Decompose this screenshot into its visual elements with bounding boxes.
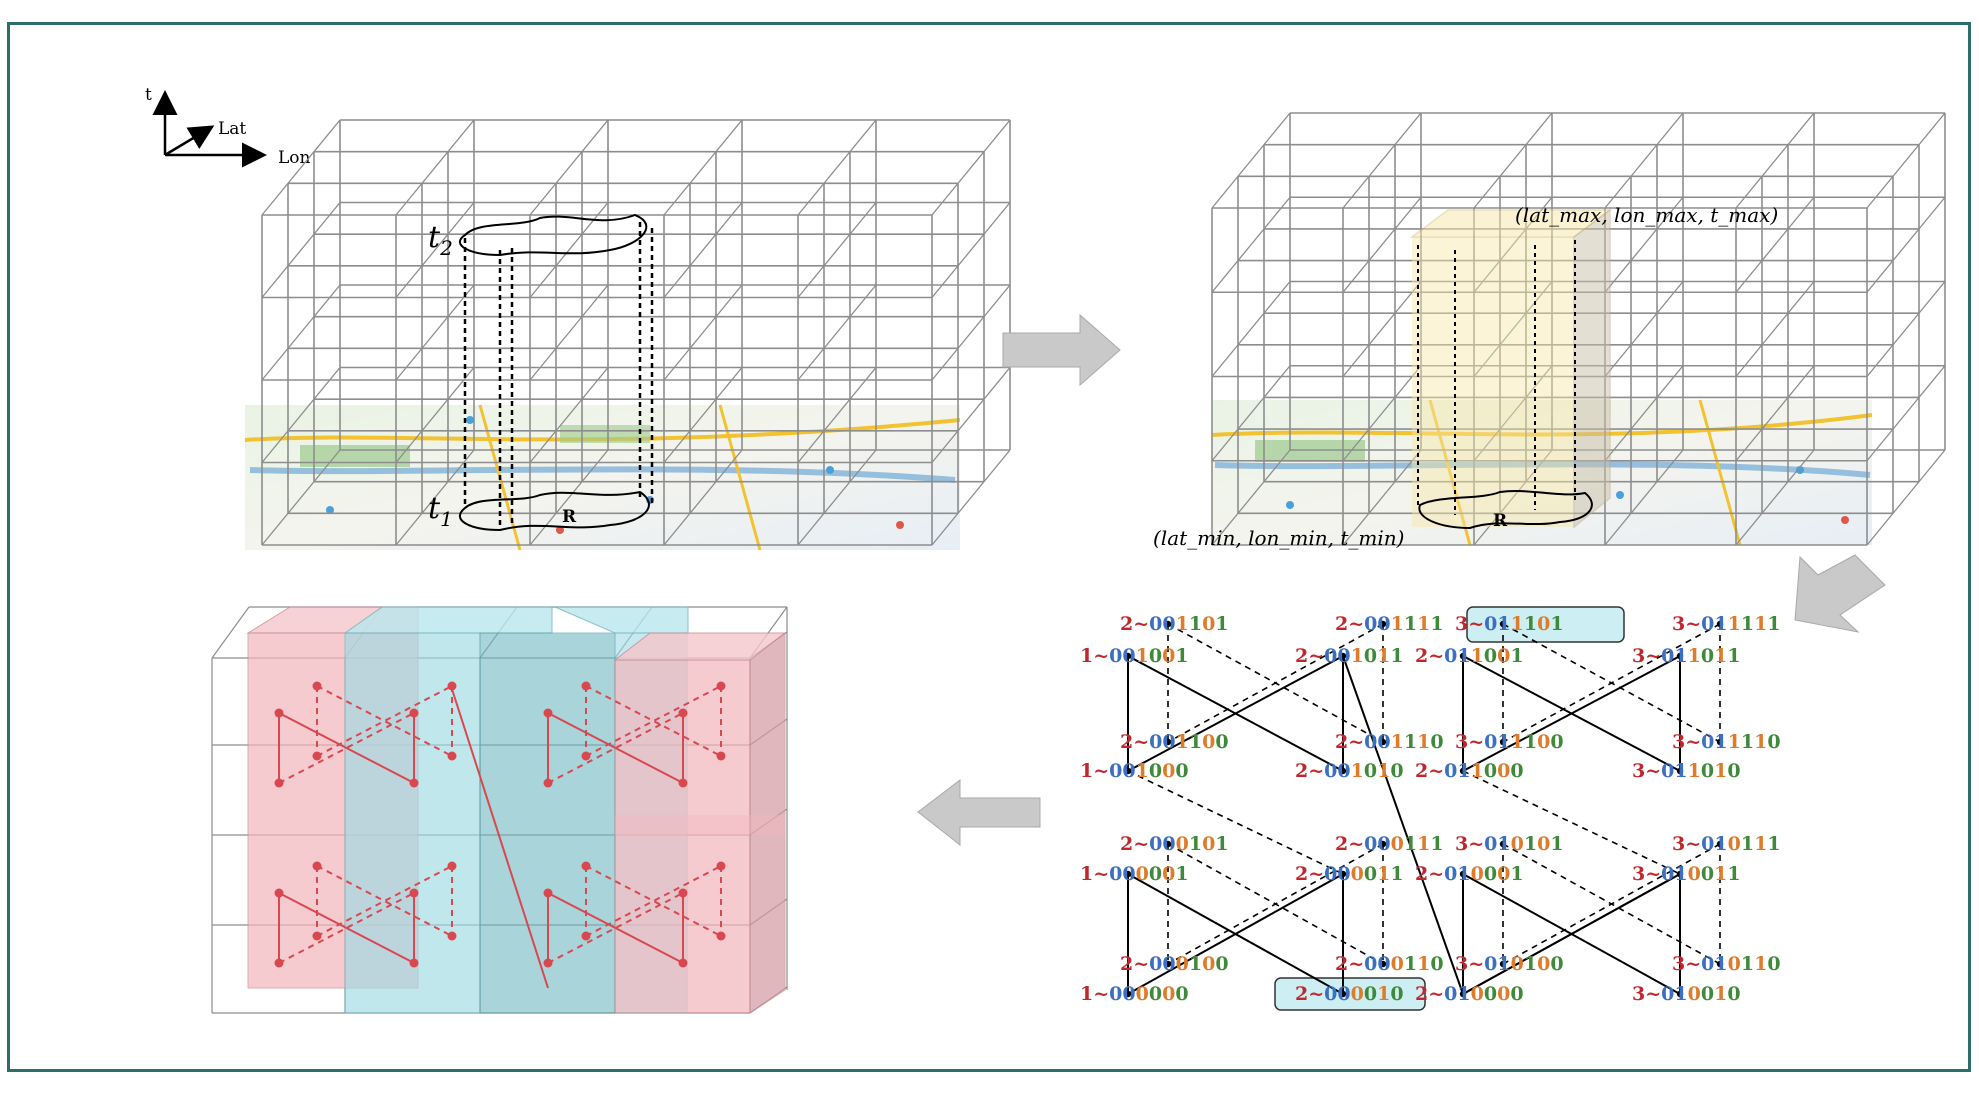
z-order-code: 2~010001	[1415, 863, 1524, 885]
z-order-code: 3~010111	[1672, 833, 1781, 855]
z-order-code: 3~010010	[1632, 983, 1741, 1005]
z-order-code: 1~001000	[1080, 760, 1189, 782]
region-r-label: R	[562, 507, 577, 527]
map-base-2	[1211, 399, 1873, 546]
z-order-code: 2~000111	[1335, 833, 1444, 855]
pink-block-right	[613, 631, 787, 1014]
red-z-curve	[274, 681, 726, 989]
panel-bounding-box: R (lat_max, lon_max, t_max) (lat_min, lo…	[1153, 112, 1946, 550]
t2-label: t2	[428, 220, 453, 260]
lon-axis-label: Lon	[278, 148, 311, 168]
z-order-code: 1~000001	[1080, 863, 1189, 885]
z-order-code: 2~000010	[1295, 983, 1404, 1005]
z-order-code: 3~011111	[1672, 613, 1781, 635]
bounding-box: R (lat_max, lon_max, t_max) (lat_min, lo…	[1153, 203, 1778, 550]
region-r-label-2: R	[1493, 511, 1508, 531]
z-order-code: 3~011011	[1632, 645, 1741, 667]
highlight-box-bottom	[1274, 977, 1426, 1011]
z-order-code: 2~000101	[1120, 833, 1229, 855]
z-order-code: 2~001110	[1335, 731, 1444, 753]
z-order-code: 1~001001	[1080, 645, 1189, 667]
query-cylinder: t2 t1 R	[428, 213, 654, 532]
z-order-code: 3~011100	[1455, 731, 1564, 753]
highlight-box-top	[1466, 606, 1625, 643]
spatiotemporal-grid	[261, 119, 1011, 546]
z-order-code: 2~001010	[1295, 760, 1404, 782]
arrow-left	[917, 778, 1041, 847]
z-order-code: 3~010100	[1455, 953, 1564, 975]
z-order-code: 2~010000	[1415, 983, 1524, 1005]
max-corner-label: (lat_max, lon_max, t_max)	[1515, 203, 1778, 227]
z-order-code: 2~001011	[1295, 645, 1404, 667]
arrow-down-left	[1794, 554, 1886, 633]
z-order-code: 2~001111	[1335, 613, 1444, 635]
arrow-right	[1002, 313, 1121, 387]
z-order-code: 3~011101	[1455, 613, 1564, 635]
panel-partition-blocks	[211, 606, 788, 1014]
z-order-code-graph: 2~001101 2~001111 3~011101 3~011111 1~001001…	[1080, 606, 1781, 1011]
axis-legend: t Lat Lon	[145, 85, 311, 168]
lat-axis-label: Lat	[218, 119, 246, 139]
z-order-code: 2~000011	[1295, 863, 1404, 885]
z-order-code: 3~010011	[1632, 863, 1741, 885]
z-order-code: 2~001101	[1120, 613, 1229, 635]
z-order-code: 2~001100	[1120, 731, 1229, 753]
z-order-code: 1~000000	[1080, 983, 1189, 1005]
z-order-code: 2~011001	[1415, 645, 1524, 667]
z-order-code: 3~011110	[1672, 731, 1781, 753]
z-order-code: 3~011010	[1632, 760, 1741, 782]
panel-query-region: t2 t1 R	[244, 119, 1011, 551]
z-order-code: 3~010110	[1672, 953, 1781, 975]
z-order-code: 3~010101	[1455, 833, 1564, 855]
z-order-code: 2~000110	[1335, 953, 1444, 975]
z-order-code: 2~000100	[1120, 953, 1229, 975]
t1-label: t1	[428, 491, 453, 531]
z-order-code: 2~011000	[1415, 760, 1524, 782]
t-axis-label: t	[145, 85, 152, 105]
min-corner-label: (lat_min, lon_min, t_min)	[1153, 526, 1404, 550]
